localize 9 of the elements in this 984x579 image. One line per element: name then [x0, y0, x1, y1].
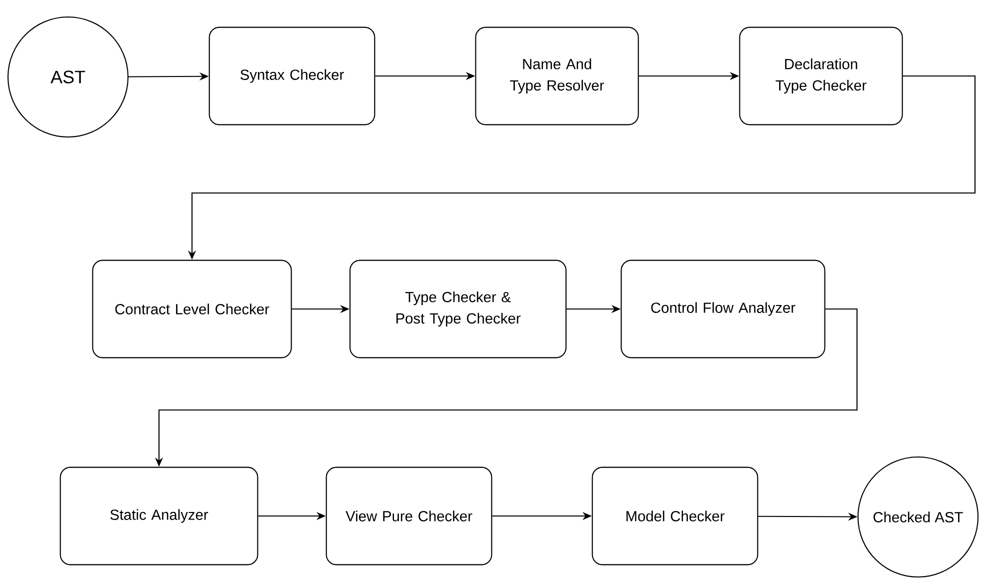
process-box: Type Checker & Post Type Checker [349, 260, 567, 358]
process-box: Declaration Type Checker [739, 26, 903, 126]
process-box: View Pure Checker [326, 466, 492, 566]
process-box: Static Analyzer [60, 466, 258, 566]
process-box: Model Checker [592, 466, 758, 566]
process-box: Name And Type Resolver [475, 26, 639, 126]
process-box: Contract Level Checker [92, 260, 292, 358]
process-box: Control Flow Analyzer [620, 260, 826, 358]
process-box: Syntax Checker [208, 26, 376, 126]
